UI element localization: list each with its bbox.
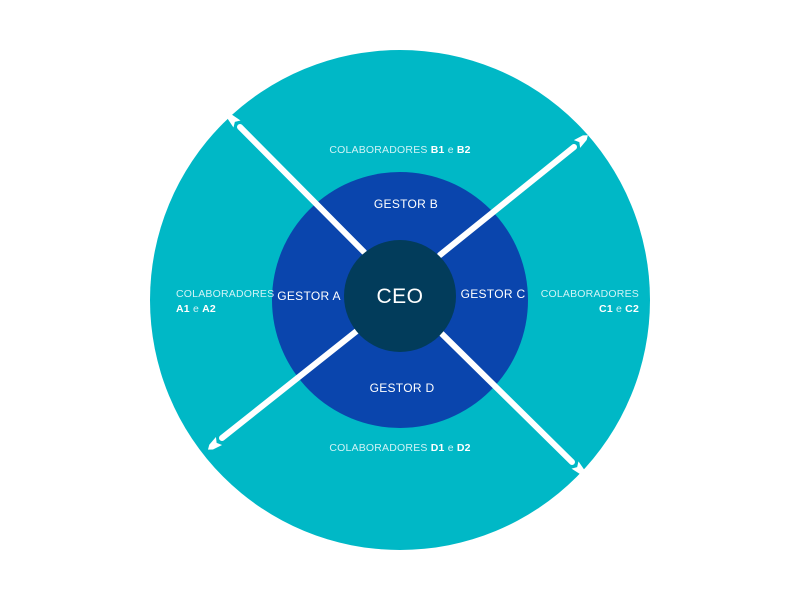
spoke-top-left	[237, 124, 367, 255]
spokes	[219, 124, 577, 465]
arrow-tip-icon	[227, 114, 241, 128]
spoke-tips	[207, 114, 588, 475]
manager-a-label: GESTOR A	[277, 289, 341, 303]
arrow-tip-icon	[207, 437, 223, 450]
collaborators-c-prefix: COLABORADORES	[541, 288, 639, 300]
spoke-bottom-left	[219, 327, 361, 441]
arrow-tip-icon	[571, 461, 586, 475]
center-node	[344, 240, 456, 352]
collaborators-a-prefix: COLABORADORES	[176, 288, 274, 300]
arrow-tip-icon	[573, 135, 588, 148]
spoke-top-right	[437, 144, 577, 258]
collaborators-a-members: A1 e A2	[176, 303, 216, 315]
collaborators-c-members: C1 e C2	[599, 303, 639, 315]
collaborators-d-label: COLABORADORES D1 e D2	[329, 442, 470, 454]
manager-d-label: GESTOR D	[370, 381, 435, 395]
manager-c-label: GESTOR C	[461, 287, 526, 301]
spoke-bottom-right	[437, 329, 575, 465]
manager-b-label: GESTOR B	[374, 197, 438, 211]
ceo-label: CEO	[376, 285, 423, 308]
collaborators-b-label: COLABORADORES B1 e B2	[329, 144, 470, 156]
